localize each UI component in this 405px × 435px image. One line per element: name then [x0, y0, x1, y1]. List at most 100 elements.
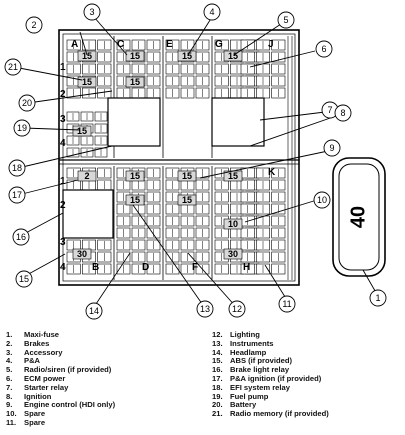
callout-number: 3 [89, 7, 94, 17]
callout-circle [196, 300, 214, 318]
callout-number: 15 [19, 274, 29, 284]
legend-item-text: EFI system relay [230, 382, 290, 392]
legend-item-text: Starter relay [24, 382, 69, 392]
legend-item-text: Ignition [24, 391, 52, 401]
fuse-body [125, 76, 145, 88]
callout-circle [277, 11, 295, 29]
row-number: 1 [60, 176, 66, 187]
block-letter-h: H [243, 262, 250, 273]
fuse-rating: 30 [77, 249, 87, 259]
fuse-body [177, 194, 197, 206]
relay-starter [211, 97, 265, 147]
callout-number: 12 [232, 304, 242, 314]
fuse-body [177, 170, 197, 182]
callout-circle [315, 40, 333, 58]
legend-item-text: Spare [24, 409, 46, 419]
callout-circle [25, 16, 43, 34]
callout-number: 1 [375, 293, 380, 303]
legend-item: 11.Spare [6, 417, 115, 428]
fuse-body [125, 50, 145, 62]
callout-circle [4, 58, 22, 76]
callout-circle [313, 191, 331, 209]
block-letter-k: K [268, 167, 276, 178]
callout-number: 16 [16, 232, 26, 242]
fuse-rating: 10 [228, 219, 238, 229]
legend-item-text: Headlamp [230, 347, 267, 357]
callout-circle [369, 289, 387, 307]
legend-item-number: 17. [212, 373, 223, 383]
block-letters: A C E G J K B D F H [71, 39, 276, 273]
callout-number: 19 [17, 123, 27, 133]
fuse-body [72, 248, 92, 260]
callout-circle [83, 3, 101, 21]
legend-item-number: 19. [212, 391, 223, 401]
legend-item: 7.Starter relay [6, 382, 115, 393]
legend-item-text: Battery [230, 400, 257, 410]
legend-item-number: 20. [212, 400, 223, 410]
legend-item-number: 2. [6, 338, 13, 348]
callout-number: 21 [8, 62, 18, 72]
callout-circle [85, 302, 103, 320]
legend-item: 5.Radio/siren (if provided) [6, 365, 115, 375]
legend-item-text: ABS (if provided) [230, 356, 293, 366]
callout-number: 9 [329, 143, 334, 153]
fuse-body [77, 50, 97, 62]
legend-item: 3.Accessory [6, 348, 115, 358]
callout-circle [15, 270, 33, 288]
callout-circle [12, 228, 30, 246]
callout-number: 5 [283, 15, 288, 25]
legend-item: 20. Battery [212, 400, 329, 410]
legend-item-text: Brake light relay [230, 365, 290, 375]
maxi-fuse: 40 [332, 157, 386, 277]
callout-circle [323, 139, 341, 157]
block-letter-c: C [117, 39, 124, 50]
fuse-slot-grid [66, 39, 286, 275]
block-letter-e: E [166, 39, 173, 50]
fuse-body [177, 50, 197, 62]
fuse-rating: 15 [182, 51, 192, 61]
row-number: 4 [60, 262, 66, 273]
legend-item-text: Maxi-fuse [24, 330, 60, 339]
fuse-rating: 2 [84, 171, 89, 181]
callout-number: 8 [340, 108, 345, 118]
callout-number: 17 [12, 190, 22, 200]
legend-item: 6.ECM power [6, 373, 115, 384]
legend-item-number: 16. [212, 365, 223, 375]
fuse-rating: 15 [130, 171, 140, 181]
maxi-fuse-rating: 40 [347, 206, 369, 228]
fuse-body [77, 170, 97, 182]
legend-item-text: Fuel pump [230, 391, 269, 401]
legend-item: 18.EFI system relay [212, 382, 329, 393]
legend-item-number: 13. [212, 338, 223, 348]
row-number: 3 [60, 114, 66, 125]
legend-item-number: 15. [212, 356, 223, 366]
callout-number: 20 [22, 98, 32, 108]
fuse-rating: 15 [182, 195, 192, 205]
block-letter-g: G [215, 39, 223, 50]
legend-item: 14.Headlamp [212, 347, 329, 358]
legend-item-text: Spare [24, 417, 46, 427]
row-number: 2 [60, 200, 66, 211]
legend-item: 19. Fuel pump [212, 391, 329, 402]
legend-item-text: Instruments [230, 338, 274, 348]
row-number: 2 [60, 89, 66, 100]
row-number: 1 [60, 62, 66, 73]
fuse-rating: 15 [182, 171, 192, 181]
legend-item-text: P&A [24, 356, 41, 366]
fuse-rating: 15 [228, 171, 238, 181]
legend-item-number: 8. [6, 391, 13, 401]
fuse-body [77, 76, 97, 88]
leader-lines [13, 16, 379, 309]
legend-item-text: Radio/siren (if provided) [24, 365, 112, 375]
legend-item-text: ECM power [24, 373, 66, 383]
relay-efi-system [107, 97, 161, 147]
relay-brake-light [62, 189, 114, 239]
legend-item: 8. Ignition [6, 391, 115, 402]
block-letter-b: B [92, 262, 99, 273]
callout-number: 18 [12, 163, 22, 173]
